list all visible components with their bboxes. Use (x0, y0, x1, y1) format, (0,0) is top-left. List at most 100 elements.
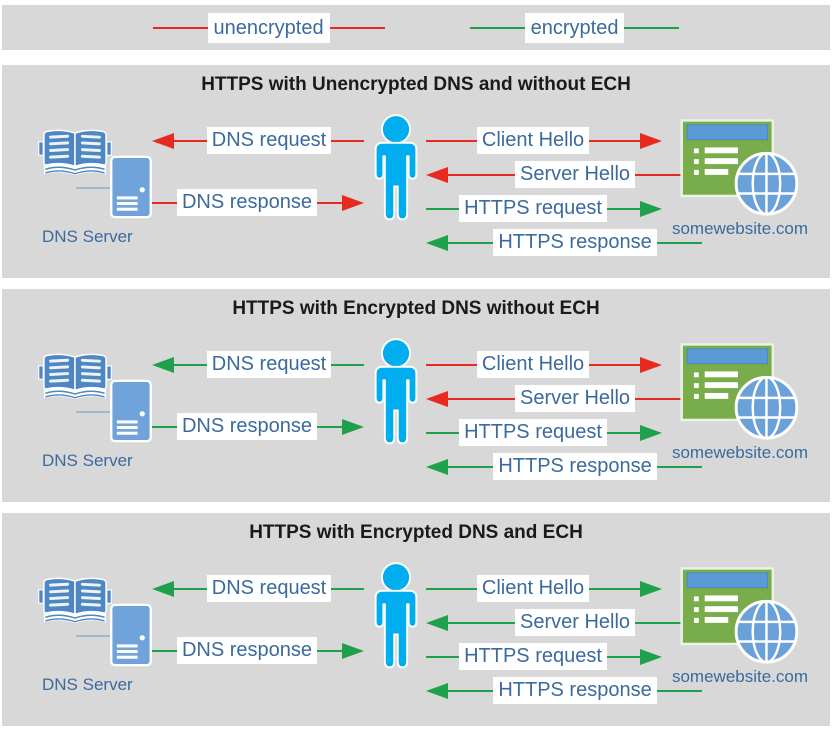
server-hello-arrow: Server Hello (426, 385, 703, 412)
arrow-label: HTTPS response (493, 453, 657, 480)
dns-response-arrow: DNS response (152, 189, 364, 216)
arrowhead-left-icon (426, 682, 448, 699)
arrow-label: HTTPS request (459, 643, 607, 670)
dns-arrows: DNS request DNS response (152, 127, 364, 216)
panel-title: HTTPS with Encrypted DNS and ECH (249, 522, 583, 543)
arrowhead-right-icon (342, 642, 364, 659)
legend-line-green (469, 26, 525, 29)
arrow-label: Client Hello (476, 575, 590, 602)
dns-request-arrow: DNS request (152, 575, 364, 602)
dns-arrows: DNS request DNS response (152, 575, 364, 664)
arrowhead-left-icon (426, 166, 448, 183)
connector-line (76, 411, 110, 413)
dns-server-group: DNS Server (38, 347, 164, 477)
https-request-arrow: HTTPS request (426, 643, 702, 670)
arrow-label: HTTPS response (493, 229, 657, 256)
legend-line-red (329, 26, 385, 29)
arrow-line (589, 139, 641, 142)
arrowhead-right-icon (640, 648, 663, 665)
arrow-line (448, 689, 494, 692)
arrowhead-right-icon (640, 356, 663, 373)
arrow-line (606, 207, 641, 210)
arrow-line (426, 139, 477, 142)
arrowhead-left-icon (426, 614, 448, 631)
legend-line-green (624, 26, 680, 29)
arrowhead-right-icon (640, 580, 663, 597)
dns-server-group: DNS Server (38, 123, 164, 253)
connector-line (76, 187, 110, 189)
browser-globe-icon (680, 567, 800, 665)
arrow-line (426, 655, 460, 658)
panel-title: HTTPS with Unencrypted DNS and without E… (201, 74, 631, 95)
arrow-line (606, 655, 641, 658)
arrow-label: Client Hello (476, 127, 590, 154)
legend: unencrypted encrypted (2, 5, 830, 50)
arrow-line (448, 397, 515, 400)
arrowhead-left-icon (152, 132, 174, 149)
arrow-line (317, 201, 342, 204)
website-group: somewebsite.com (662, 119, 818, 239)
arrow-label: Server Hello (514, 385, 636, 412)
arrow-line (174, 587, 207, 590)
person-icon (364, 561, 428, 671)
arrow-line (331, 587, 364, 590)
https-arrows: Client Hello Server Hello HTTPS request … (426, 575, 703, 711)
dns-request-arrow: DNS request (152, 351, 364, 378)
arrow-line (589, 363, 641, 366)
connector-line (76, 635, 110, 637)
arrow-label: DNS response (176, 189, 318, 216)
dns-server-label: DNS Server (42, 451, 133, 470)
arrow-line (426, 431, 460, 434)
arrow-label: HTTPS request (459, 195, 607, 222)
legend-item-unencrypted: unencrypted (152, 12, 385, 43)
open-book-icon (38, 347, 112, 407)
arrow-line (589, 587, 641, 590)
arrow-line (448, 621, 515, 624)
browser-globe-icon (680, 343, 800, 441)
client-hello-arrow: Client Hello (426, 351, 702, 378)
dns-response-arrow: DNS response (152, 413, 364, 440)
legend-item-encrypted: encrypted (469, 12, 680, 43)
arrow-line (635, 397, 703, 400)
arrow-line (656, 241, 703, 244)
arrow-line (152, 649, 177, 652)
arrow-line (448, 173, 515, 176)
arrow-label: DNS request (206, 127, 332, 154)
website-label: somewebsite.com (671, 667, 809, 686)
open-book-icon (38, 123, 112, 183)
arrow-line (635, 621, 703, 624)
person-icon (364, 113, 428, 223)
https-request-arrow: HTTPS request (426, 195, 702, 222)
https-response-arrow: HTTPS response (426, 453, 703, 480)
client-hello-arrow: Client Hello (426, 127, 702, 154)
arrow-line (174, 363, 207, 366)
arrow-label: Client Hello (476, 351, 590, 378)
dns-server-label: DNS Server (42, 675, 133, 694)
arrowhead-right-icon (640, 424, 663, 441)
server-hello-arrow: Server Hello (426, 161, 703, 188)
arrow-line (656, 689, 703, 692)
server-hello-arrow: Server Hello (426, 609, 703, 636)
dns-server-group: DNS Server (38, 571, 164, 701)
arrow-label: HTTPS request (459, 419, 607, 446)
website-group: somewebsite.com (662, 567, 818, 687)
arrow-line (152, 425, 177, 428)
dns-request-arrow: DNS request (152, 127, 364, 154)
arrow-line (331, 139, 364, 142)
arrowhead-left-icon (152, 356, 174, 373)
arrow-line (331, 363, 364, 366)
arrowhead-left-icon (152, 580, 174, 597)
https-arrows: Client Hello Server Hello HTTPS request … (426, 351, 703, 487)
dns-arrows: DNS request DNS response (152, 351, 364, 440)
arrow-line (174, 139, 207, 142)
arrow-line (426, 207, 460, 210)
dns-response-arrow: DNS response (152, 637, 364, 664)
arrow-line (635, 173, 703, 176)
open-book-icon (38, 571, 112, 631)
arrowhead-right-icon (640, 200, 663, 217)
arrow-line (606, 431, 641, 434)
https-response-arrow: HTTPS response (426, 229, 703, 256)
https-request-arrow: HTTPS request (426, 419, 702, 446)
server-tower-icon (108, 603, 154, 667)
arrow-line (426, 587, 477, 590)
